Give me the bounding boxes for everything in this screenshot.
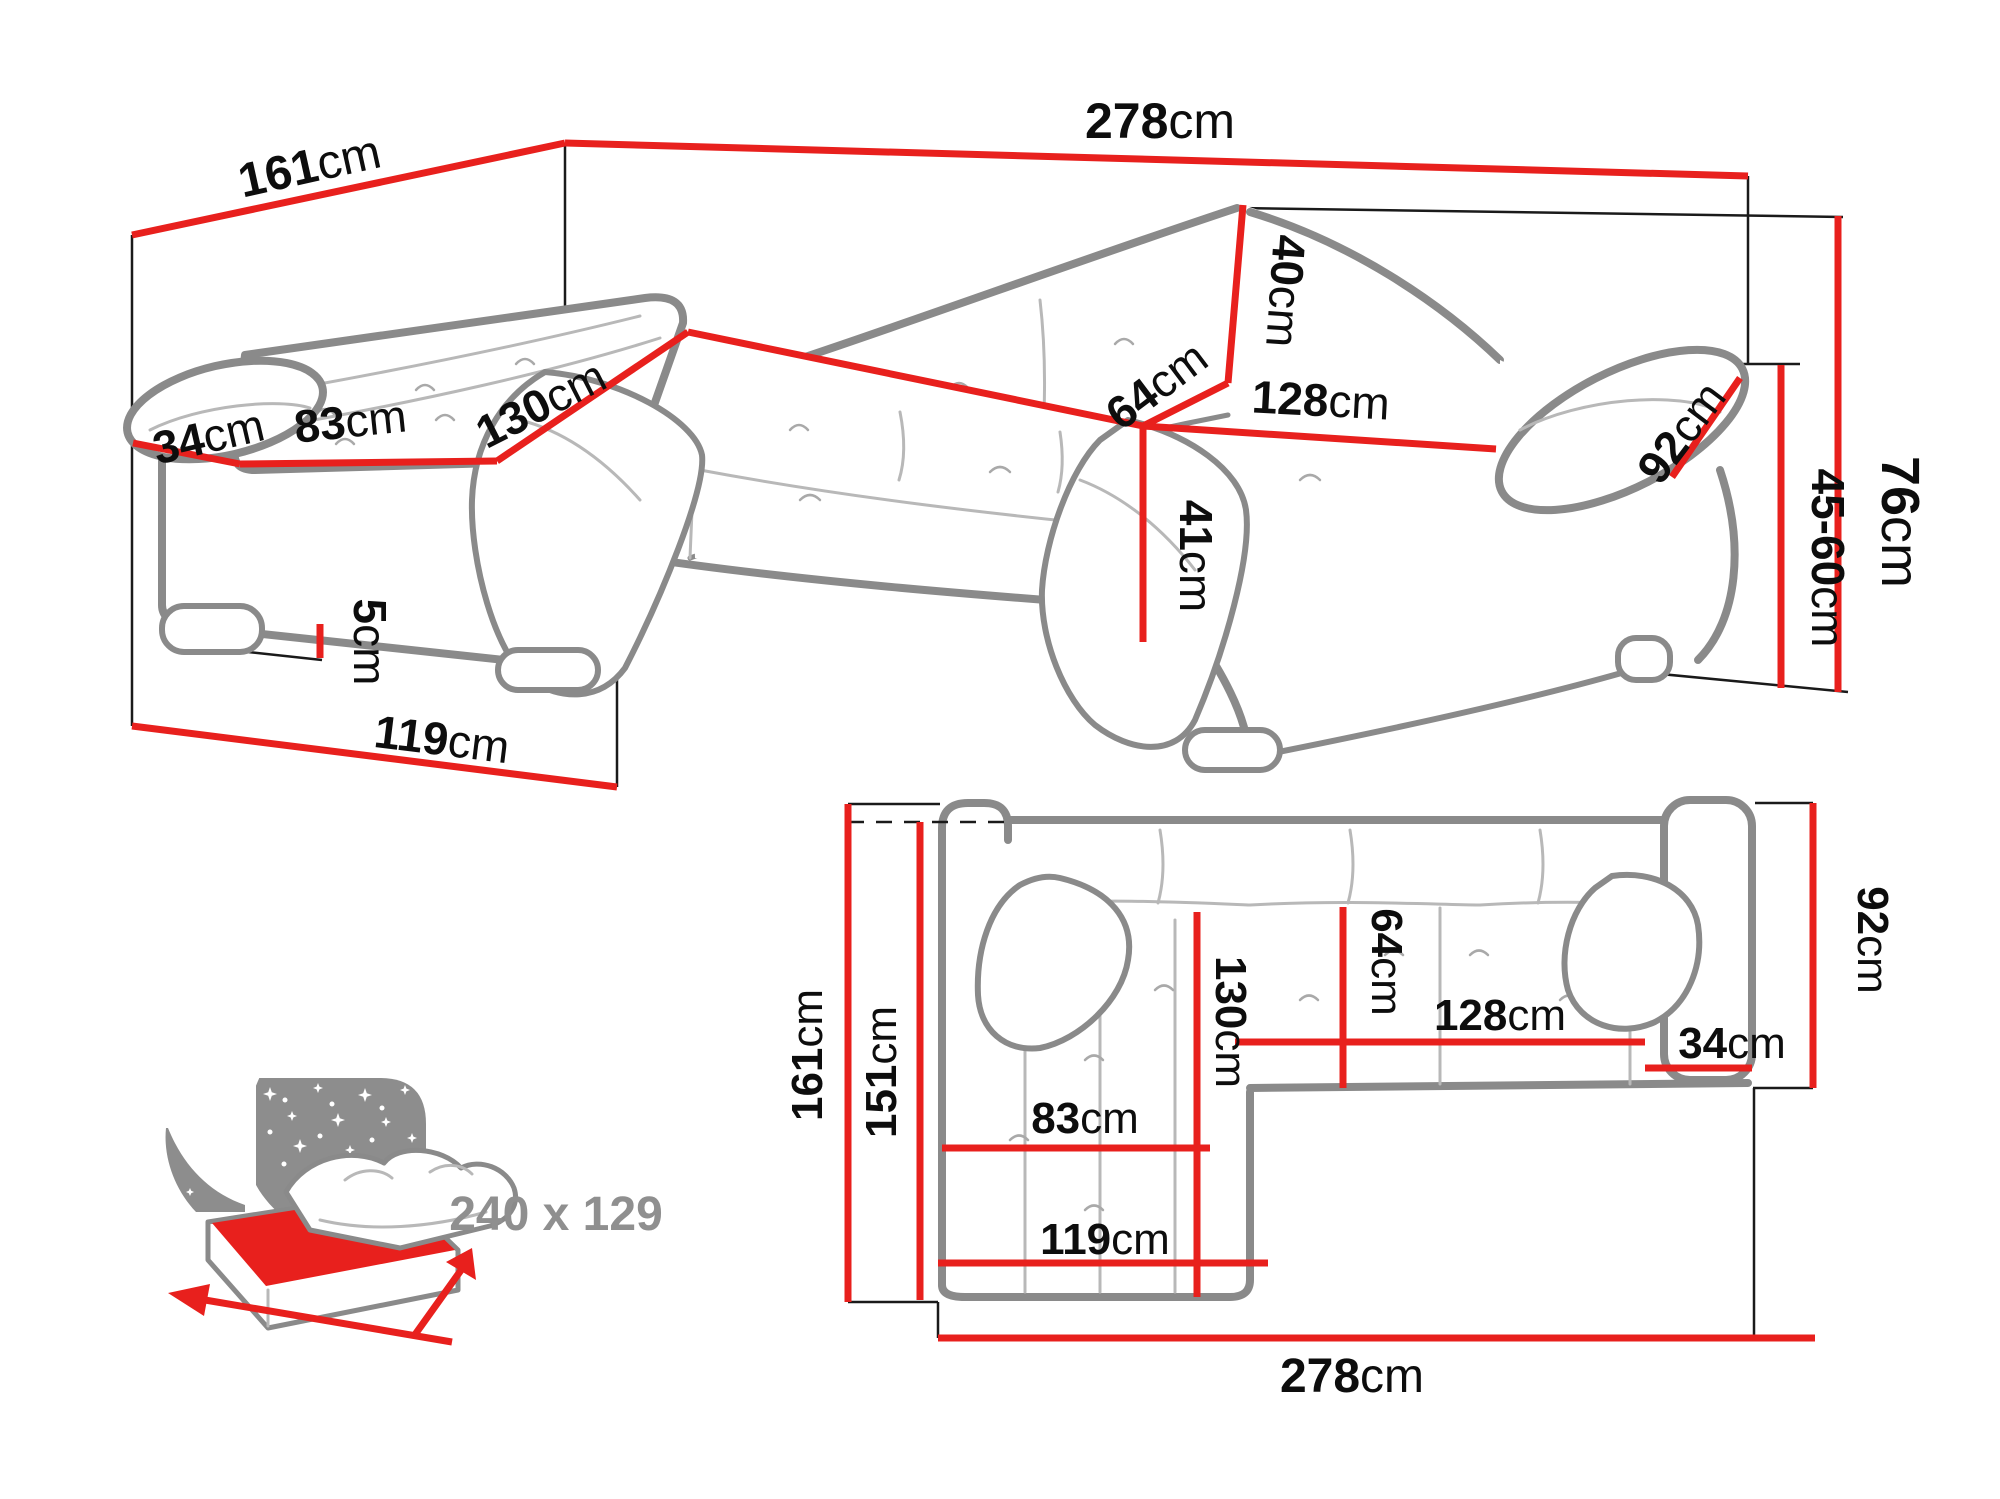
plan-label-total-width: 278cm	[1280, 1350, 1424, 1403]
plan-label-seat-depth: 64cm	[1362, 908, 1411, 1016]
sofa-plan-art	[938, 796, 1756, 1301]
dim-label-seat-height: 41cm	[1170, 500, 1222, 613]
plan-label-depth-minus-back: 151cm	[857, 1006, 906, 1138]
plan-label-chaise-length: 130cm	[1206, 956, 1255, 1088]
perspective-dimension-lines	[131, 139, 1842, 791]
sleeping-area-label: 240 x 129	[449, 1188, 663, 1241]
dim-label-chaise-seat-width: 83cm	[292, 389, 409, 452]
sofa-bed-icon: 240 x 129	[165, 1072, 663, 1346]
plan-dimension-labels: 161cm 151cm 92cm 130cm 64cm 128cm 34cm 8…	[783, 886, 1897, 1403]
plan-label-chaise-depth: 119cm	[1040, 1215, 1170, 1264]
plan-label-body-depth: 92cm	[1848, 886, 1897, 994]
tuft-marks	[314, 337, 1322, 502]
plan-label-seat-width: 128cm	[1434, 991, 1566, 1040]
dim-label-chaise-total-depth: 119cm	[372, 705, 513, 773]
dim-label-total-width: 278cm	[1085, 93, 1235, 149]
dim-label-folding-backrest: 40cm	[1256, 233, 1316, 349]
plan-label-armrest-width: 34cm	[1678, 1019, 1786, 1068]
plan-view: 161cm 151cm 92cm 130cm 64cm 128cm 34cm 8…	[783, 796, 1897, 1403]
dim-label-left-armrest-width: 34cm	[148, 398, 269, 474]
dim-label-backrest-height: 76cm	[1870, 456, 1930, 588]
dim-label-leg-height: 5cm	[344, 599, 396, 686]
plan-dimension-lines	[844, 803, 1817, 1342]
plan-label-chaise-width: 83cm	[1031, 1094, 1139, 1143]
plan-reference-lines	[848, 801, 1813, 1338]
dim-label-seat-width: 128cm	[1251, 370, 1392, 429]
moon-swoosh	[228, 1072, 282, 1216]
bed-headboard-tail	[165, 1128, 245, 1212]
perspective-view: 278cm 161cm 34cm 83cm 130cm 64cm 40cm 12…	[123, 93, 1930, 791]
plan-label-total-depth: 161cm	[783, 989, 832, 1121]
dim-label-seat-height-range: 45-60cm	[1802, 469, 1854, 648]
bed-size-arrows	[168, 1248, 476, 1346]
